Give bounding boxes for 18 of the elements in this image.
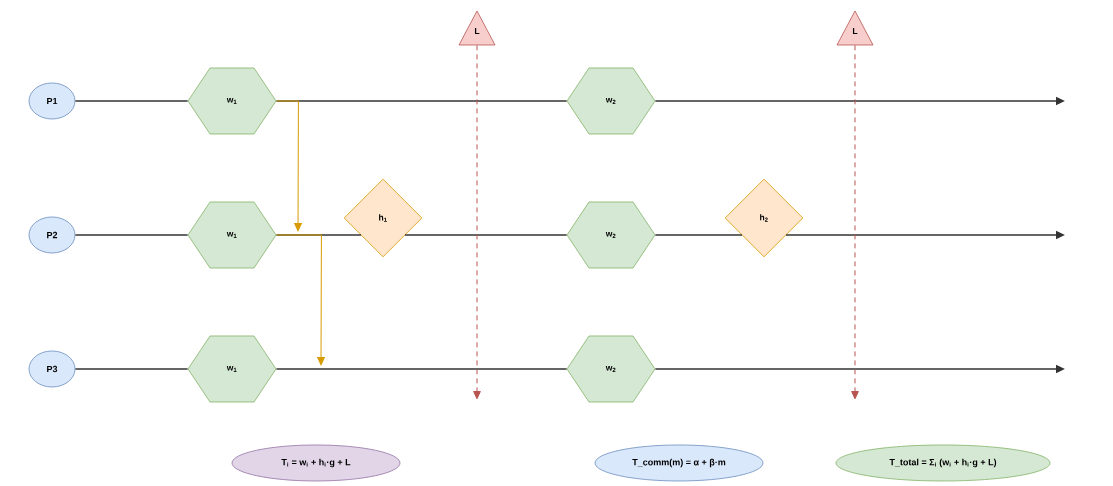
timeline-line bbox=[404, 234, 568, 236]
latency-triangle: L bbox=[836, 10, 874, 46]
work-hexagon: w$_{2}$ bbox=[566, 201, 656, 269]
timeline-line bbox=[74, 234, 189, 236]
timeline-line bbox=[74, 100, 189, 102]
work-hexagon: w$_{1}$ bbox=[187, 201, 277, 269]
work-hexagon: w$_{2}$ bbox=[566, 67, 656, 135]
work-hexagon: w$_{1}$ bbox=[187, 67, 277, 135]
message-arrow bbox=[275, 234, 325, 366]
barrier-arrow bbox=[473, 44, 481, 400]
barrier-arrow bbox=[851, 44, 859, 400]
work-hexagon: w$_{2}$ bbox=[566, 335, 656, 403]
message-arrow bbox=[275, 100, 302, 232]
timeline-line bbox=[74, 368, 189, 370]
work-hexagon: w$_{1}$ bbox=[187, 335, 277, 403]
latency-triangle: L bbox=[458, 10, 496, 46]
timeline-line bbox=[654, 234, 743, 236]
timeline-line bbox=[275, 368, 568, 370]
